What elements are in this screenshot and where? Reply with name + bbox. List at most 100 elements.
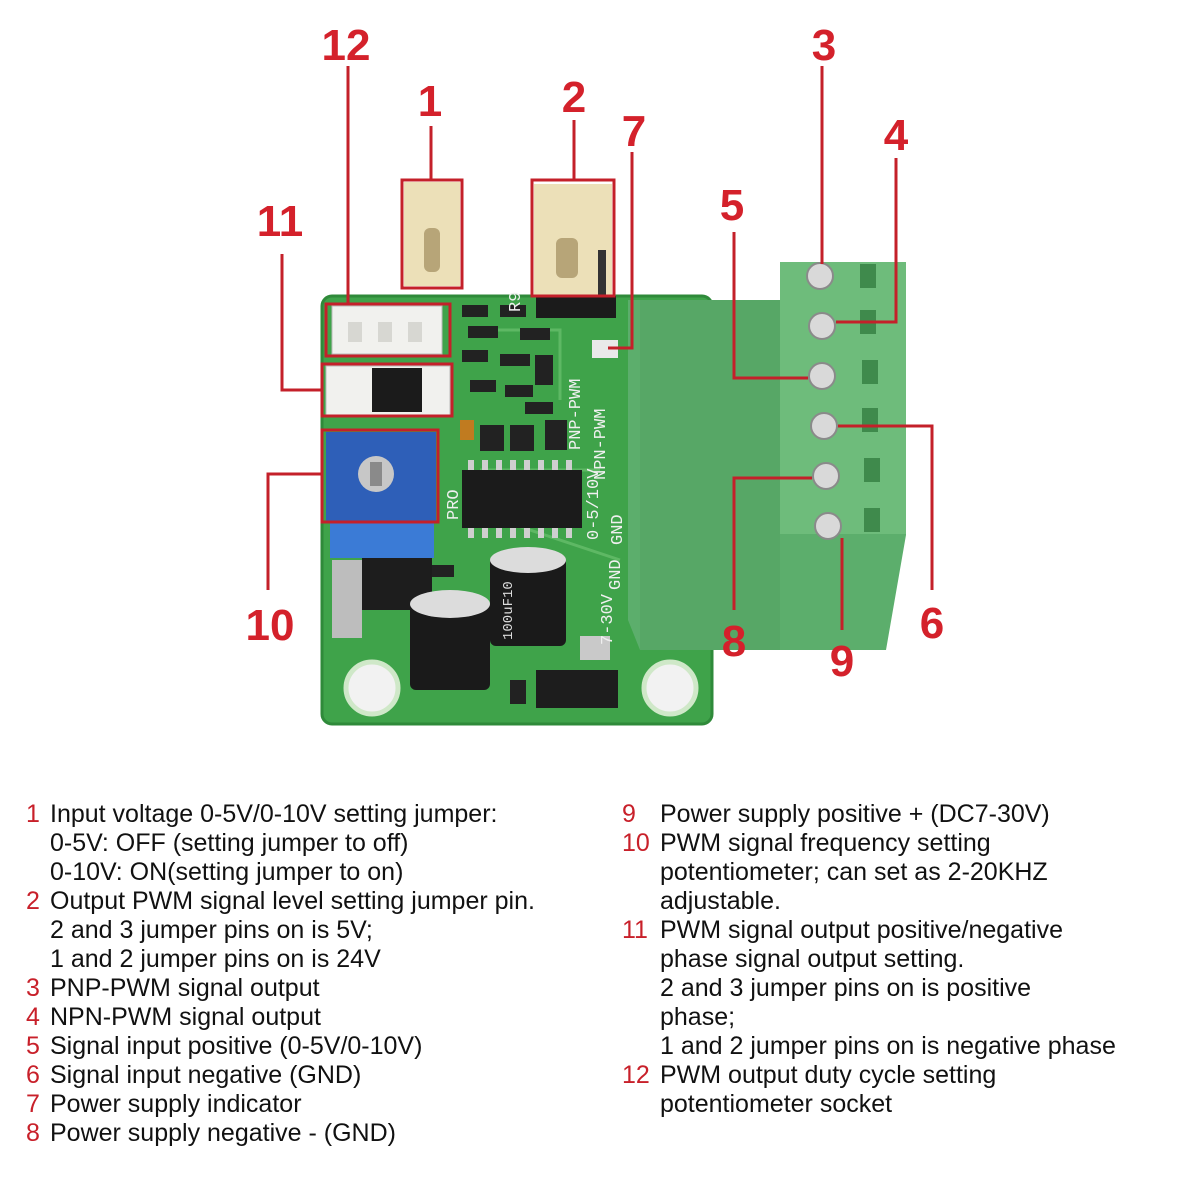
callout-6: 6 — [920, 599, 944, 648]
legend-item-number: 4 — [26, 1003, 40, 1031]
trimmer-potentiometer — [326, 432, 436, 558]
legend-item-text: Power supply negative - (GND) — [50, 1119, 396, 1148]
legend-item-line: Power supply positive + (DC7-30V) — [660, 800, 1050, 828]
npn-pwm-label: NPN-PWM — [592, 409, 611, 480]
leader-11 — [280, 254, 322, 392]
legend-item-line: 1 and 2 jumper pins on is 24V — [50, 945, 381, 973]
legend-item-line: NPN-PWM signal output — [50, 1003, 321, 1031]
legend-item: 9 Power supply positive + (DC7-30V) — [622, 800, 1116, 829]
phase-jumper-header — [325, 365, 451, 417]
legend-item-number: 6 — [26, 1061, 40, 1089]
legend-item-text: Signal input positive (0-5V/0-10V) — [50, 1032, 422, 1061]
terminal-block — [628, 262, 906, 650]
legend-item-line: PNP-PWM signal output — [50, 974, 320, 1002]
legend-item-line: 0-5V: OFF (setting jumper to off) — [50, 829, 409, 857]
legend-item: 8 Power supply negative - (GND) — [26, 1119, 535, 1148]
legend-item-text: Power supply indicator — [50, 1090, 302, 1119]
legend-item-line: PWM signal frequency setting — [660, 829, 991, 857]
legend-item: 7 Power supply indicator — [26, 1090, 535, 1119]
gnd-label-2: GND — [607, 559, 626, 590]
callout-leader-lines — [266, 66, 934, 630]
callout-3: 3 — [812, 21, 836, 70]
legend-item-line: PWM output duty cycle setting — [660, 1061, 997, 1089]
power-led — [592, 340, 618, 358]
legend-item-line: Power supply indicator — [50, 1090, 302, 1118]
legend-item-line: 2 and 3 jumper pins on is positive — [660, 974, 1032, 1002]
vin-label: 7-30V — [599, 593, 618, 645]
callout-12: 12 — [322, 21, 371, 70]
legend-item: 1 Input voltage 0-5V/0-10V setting jumper… — [26, 800, 535, 887]
legend-item: 4 NPN-PWM signal output — [26, 1003, 535, 1032]
power-diode — [536, 636, 618, 708]
legend-item-line: adjustable. — [660, 887, 781, 915]
legend-item: 5 Signal input positive (0-5V/0-10V) — [26, 1032, 535, 1061]
duty-cycle-socket — [331, 305, 443, 355]
callout-9: 9 — [830, 637, 854, 686]
legend-item-text: Output PWM signal level setting jumper p… — [50, 887, 535, 974]
legend-item-line: potentiometer; can set as 2-20KHZ — [660, 858, 1048, 886]
legend-item-line: phase signal output setting. — [660, 945, 965, 973]
legend-item-line: phase; — [660, 1003, 736, 1031]
legend-item-number: 7 — [26, 1090, 40, 1118]
gnd-label-1: GND — [609, 514, 628, 545]
r9-label: R9 — [507, 292, 526, 312]
legend-item-line: PWM signal output positive/negative — [660, 916, 1063, 944]
voltage-regulator — [332, 548, 432, 638]
legend-item: 3 PNP-PWM signal output — [26, 974, 535, 1003]
level-jumper — [534, 184, 616, 318]
legend-item-text: Power supply positive + (DC7-30V) — [660, 800, 1050, 829]
legend-item-number: 8 — [26, 1119, 40, 1147]
voltage-jumper — [404, 182, 460, 286]
callout-box-12 — [324, 302, 452, 358]
terminal-screws — [806, 262, 842, 540]
legend-item-line: Input voltage 0-5V/0-10V setting jumper: — [50, 800, 498, 828]
smd-components — [428, 305, 567, 704]
legend-item-number: 3 — [26, 974, 40, 1002]
board-diagram: 100uF10 R9 PNP-PWM NPN-PWM 0-5/10V GND G… — [246, 21, 944, 726]
legend-item-line: Signal input positive (0-5V/0-10V) — [50, 1032, 423, 1060]
pro-label: PRO — [445, 489, 464, 520]
leader-7 — [608, 152, 634, 350]
legend-item-text: NPN-PWM signal output — [50, 1003, 321, 1032]
callout-box-10 — [320, 428, 440, 524]
legend-item-line: Power supply negative - (GND) — [50, 1119, 396, 1147]
callout-11: 11 — [257, 197, 304, 246]
legend-item-number: 2 — [26, 887, 40, 915]
legend-item-line: 0-10V: ON(setting jumper to on) — [50, 858, 404, 886]
legend-item-line: Signal input negative (GND) — [50, 1061, 362, 1089]
callout-2: 2 — [562, 73, 586, 122]
callout-5: 5 — [720, 181, 744, 230]
electrolytic-capacitors: 100uF10 — [410, 547, 566, 690]
leader-4 — [836, 158, 898, 324]
cap-label: 100uF10 — [501, 581, 517, 640]
legend-item-number: 9 — [622, 800, 636, 828]
silkscreen-labels: R9 PNP-PWM NPN-PWM 0-5/10V GND GND 7-30V… — [445, 292, 628, 645]
leader-6 — [838, 424, 934, 590]
legend-item-number: 5 — [26, 1032, 40, 1060]
callout-10: 10 — [246, 601, 295, 650]
legend-item-text: Signal input negative (GND) — [50, 1061, 361, 1090]
legend-item-number: 1 — [26, 800, 40, 828]
leader-10 — [266, 472, 322, 590]
legend-item-line: Output PWM signal level setting jumper p… — [50, 887, 535, 915]
legend-item-line: 1 and 2 jumper pins on is negative phase — [660, 1032, 1116, 1060]
ic-chip — [462, 460, 582, 538]
pnp-pwm-label: PNP-PWM — [567, 379, 586, 450]
callout-8: 8 — [722, 617, 746, 666]
legend-item: 2 Output PWM signal level setting jumper … — [26, 887, 535, 974]
legend-left-column: 1 Input voltage 0-5V/0-10V setting jumper… — [26, 800, 535, 1148]
callout-7: 7 — [622, 107, 646, 156]
sig-input-label: 0-5/10V — [585, 468, 604, 540]
legend-item-text: Input voltage 0-5V/0-10V setting jumper:… — [50, 800, 498, 887]
legend-item-number: 12 — [622, 1061, 650, 1089]
callout-1: 1 — [418, 77, 442, 126]
legend-item-number: 10 — [622, 829, 650, 857]
legend-item-line: 2 and 3 jumper pins on is 5V; — [50, 916, 373, 944]
legend-item: 6 Signal input negative (GND) — [26, 1061, 535, 1090]
